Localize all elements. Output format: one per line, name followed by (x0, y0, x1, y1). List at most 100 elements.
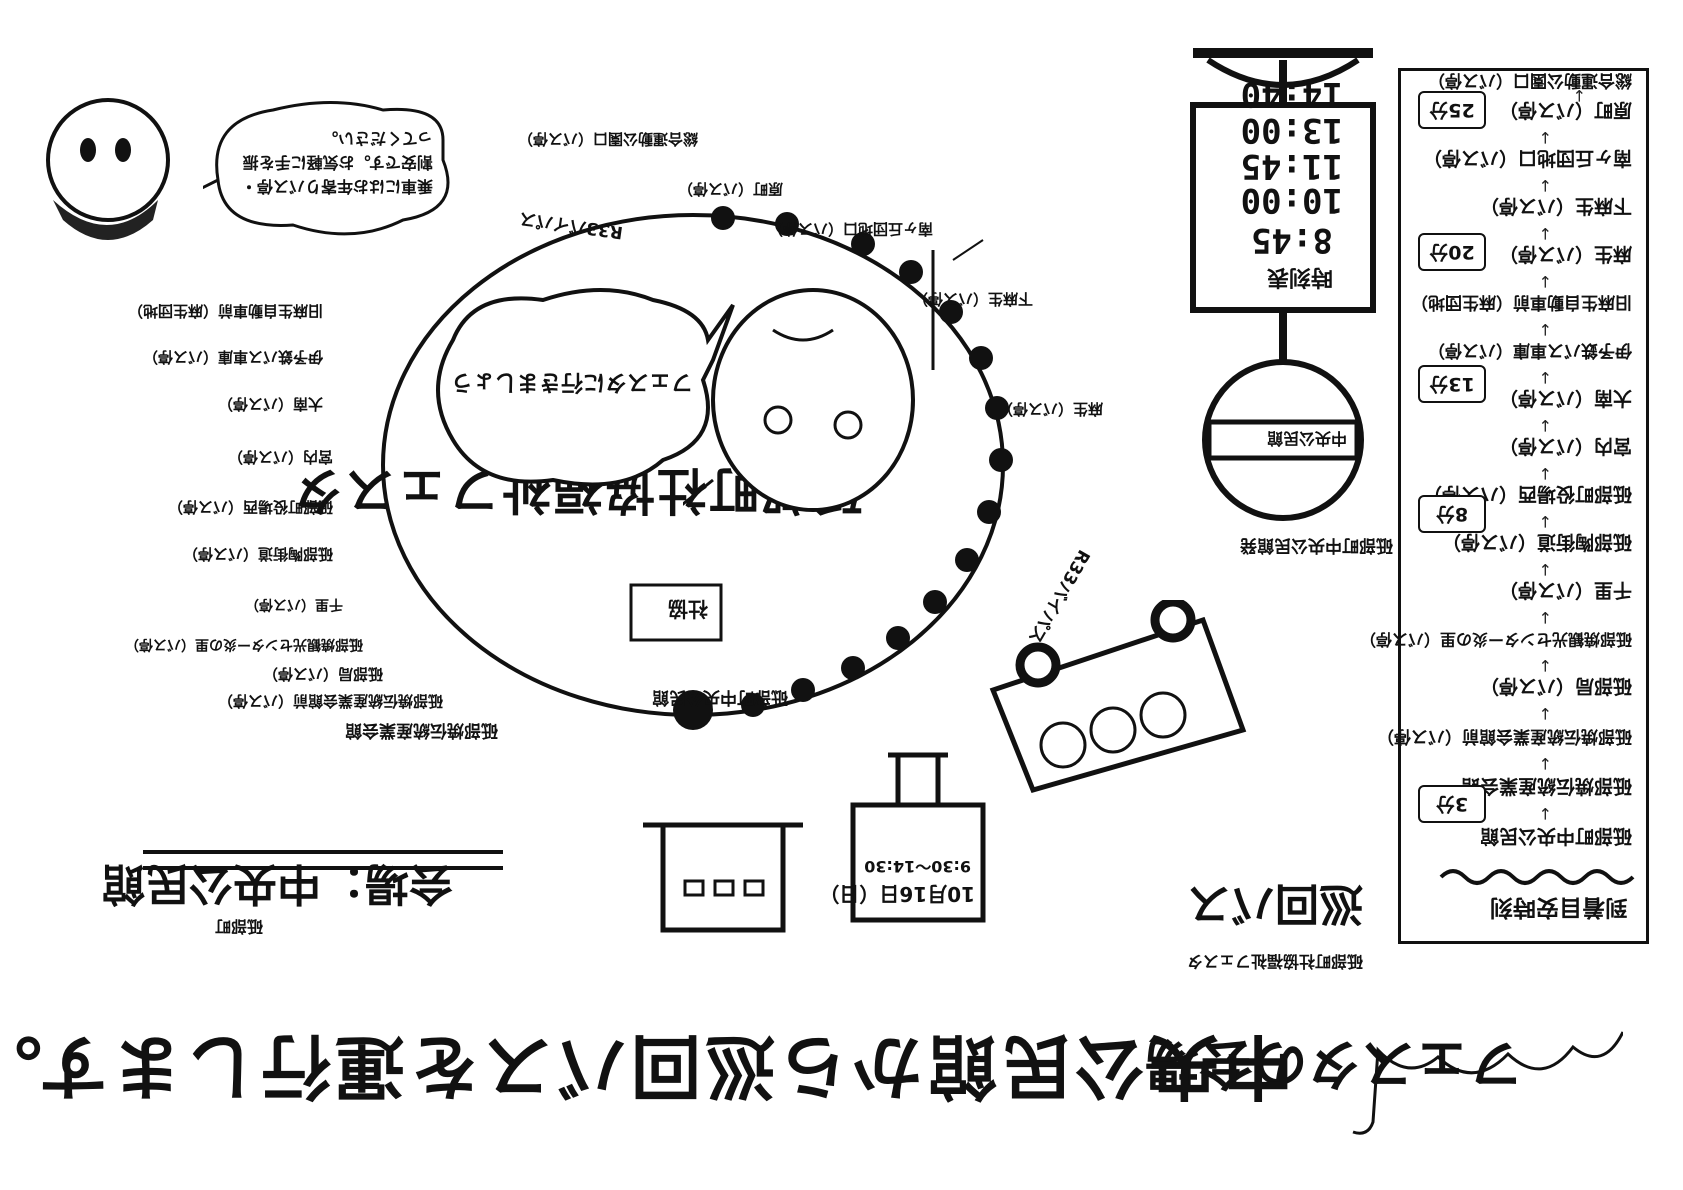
panel-stop-7: 砥部陶街道（バス停） (1441, 531, 1632, 553)
time-4: 13:00 (1240, 110, 1343, 150)
route-stop-label: 大南（バス停） (217, 395, 323, 413)
venue-underline (143, 850, 503, 870)
mascot-character (46, 98, 170, 240)
route-stop-dot (886, 626, 910, 650)
panel-stop-15: 南ヶ丘団地口（バス停） (1422, 147, 1632, 169)
route-stop-dot (977, 500, 1001, 524)
route-stop-dot (775, 212, 799, 236)
panel-arrow: ↓ (1538, 272, 1552, 291)
mascot-speech-text: 乗車にはお年寄りバス停・割安です。お気軽に手を振ってください。 (240, 129, 433, 196)
venue-sub: 砥部町 (214, 917, 263, 936)
route-stop-label: 砥部局（バス停） (262, 665, 383, 683)
circuit-date: 10月16日（日） (819, 882, 975, 906)
route-stop-label: 下麻生（バス停） (912, 290, 1033, 308)
panel-stop-13: 麻生（バス停） (1498, 243, 1632, 265)
loop-speech-text: フェスタに行きましょう (450, 369, 693, 394)
flag-text: 社協 (668, 597, 708, 621)
panel-stop-16: 原町（バス停） (1498, 99, 1632, 121)
panel-arrow: ↓ (1538, 754, 1552, 773)
panel-arrow: ↓ (1538, 704, 1552, 723)
panel-stop-1: 砥部町中央公民館 (1479, 825, 1632, 847)
badge-3min: 3分 (1418, 785, 1486, 823)
time-5: 14:40 (1240, 74, 1343, 114)
route-stop-dot (841, 656, 865, 680)
panel-stop-10: 大南（バス停） (1498, 387, 1632, 409)
panel-arrow: ↓ (1538, 608, 1552, 627)
panel-arrow: ↓ (1538, 656, 1552, 675)
panel-arrow: ↓ (1538, 560, 1552, 579)
route-stop-dot (955, 548, 979, 572)
mascot-speech-bubble (203, 101, 450, 236)
route-stop-dot (969, 346, 993, 370)
panel-arrow: ↓ (1538, 128, 1552, 147)
circuit-hours: 9:30～14:30 (864, 857, 971, 876)
panel-arrow: ↓ (1538, 320, 1552, 339)
circuit-title: 巡回バス (1187, 878, 1363, 929)
headline-cloud-frame (143, 1026, 1623, 1135)
loop-speech-bubble (436, 288, 735, 487)
panel-arrow: ↓ (1538, 512, 1552, 531)
panel-stop-11: 伊予鉄バス車庫（バス停） (1428, 340, 1632, 360)
route-stop-label: 南ヶ丘団地口（バス停） (767, 220, 933, 238)
route-stop-dot (899, 260, 923, 284)
route-stop-dot (851, 232, 875, 256)
timetable-panel: 到着目安時刻 砥部町中央公民館 ↓ 砥部焼伝統産業会館 ↓ 砥部焼伝統産業会館前… (1360, 68, 1649, 944)
route-label-start: 砥部町中央公民館 (652, 687, 788, 707)
route-stop-dot (673, 690, 713, 730)
panel-arrow: ↓ (1538, 464, 1552, 483)
date-sign (850, 752, 986, 923)
route-stop-label: 砥部焼伝統産業会館 (345, 720, 498, 740)
time-2: 10:00 (1240, 180, 1343, 220)
route-stop-label: 原町（バス停） (677, 180, 783, 198)
route-stop-dot (939, 300, 963, 324)
route-stop-dot (989, 448, 1013, 472)
panel-arrow: ↓ (1538, 176, 1552, 195)
panel-stop-4: 砥部局（バス停） (1479, 675, 1632, 697)
route-stop-dot (791, 678, 815, 702)
route-stop-label: 宮内（バス停） (227, 448, 333, 466)
route-loop (381, 206, 1013, 730)
panel-arrow: ↓ (1538, 368, 1552, 387)
panel-stop-9: 宮内（バス停） (1498, 435, 1632, 457)
route-stop-label: 砥部焼観光センター炎の里（バス停） (125, 636, 363, 652)
route-stop-label: 旧麻生自動車前（麻生団地） (127, 302, 323, 320)
route-stop-dot (711, 206, 735, 230)
panel-arrow: ↓ (1538, 804, 1552, 823)
circuit-sub: 砥部町社協福祉フェスタ (1186, 952, 1363, 971)
route-label-front: 砥部町中央公民館発 (1240, 535, 1393, 555)
route-stop-label: 砥部町役場西（バス停） (167, 498, 333, 516)
route-stop-label: 総合運動公園口（バス停） (517, 130, 698, 148)
panel-arrow: ↓ (1538, 416, 1552, 435)
badge-8min: 8分 (1418, 495, 1486, 533)
sign-title: 時刻表 (1266, 264, 1333, 289)
route-stop-dot (741, 693, 765, 717)
flag (629, 583, 723, 642)
route-stop-label: 砥部焼伝統産業会館前（バス停） (217, 692, 443, 710)
route-stop-dot (985, 396, 1009, 420)
route-stop-label: 砥部陶街道（バス停） (182, 545, 333, 563)
panel-squiggle (1439, 869, 1635, 885)
bus-illustration (989, 600, 1247, 794)
route-stop-label: 伊予鉄バス車庫（バス停） (142, 348, 323, 366)
headline-main: 中央公民館から巡回バスを運行します。 (0, 1025, 1293, 1107)
route-stop-label: 千里（バス停） (245, 596, 343, 612)
sign-label: 中央公民館 (1266, 429, 1347, 448)
panel-stop-5: 砥部焼観光センター炎の里（バス停） (1359, 630, 1632, 649)
panel-stop-6: 千里（バス停） (1498, 579, 1632, 601)
route-stop-label: 麻生（バス停） (997, 400, 1103, 418)
badge-13min: 13分 (1418, 365, 1486, 403)
headline-banner: フェスタの会場 中央公民館から巡回バスを運行します。 (0, 1014, 1623, 1142)
panel-title: 到着目安時刻 (1490, 894, 1628, 920)
time-3: 11:45 (1240, 146, 1343, 186)
hall-building-icon (643, 822, 803, 933)
flag-character (683, 250, 935, 522)
panel-arrow: ↓ (1538, 224, 1552, 243)
panel-stop-2: 砥部焼伝統産業会館 (1460, 775, 1632, 797)
badge-25min: 25分 (1418, 91, 1486, 129)
panel-stop-12: 旧麻生自動車前（麻生団地） (1411, 292, 1632, 312)
panel-stop-14: 下麻生（バス停） (1479, 195, 1632, 217)
time-1: 8:45 (1251, 220, 1333, 260)
panel-stop-3: 砥部焼伝統産業会館前（バス停） (1377, 726, 1632, 746)
